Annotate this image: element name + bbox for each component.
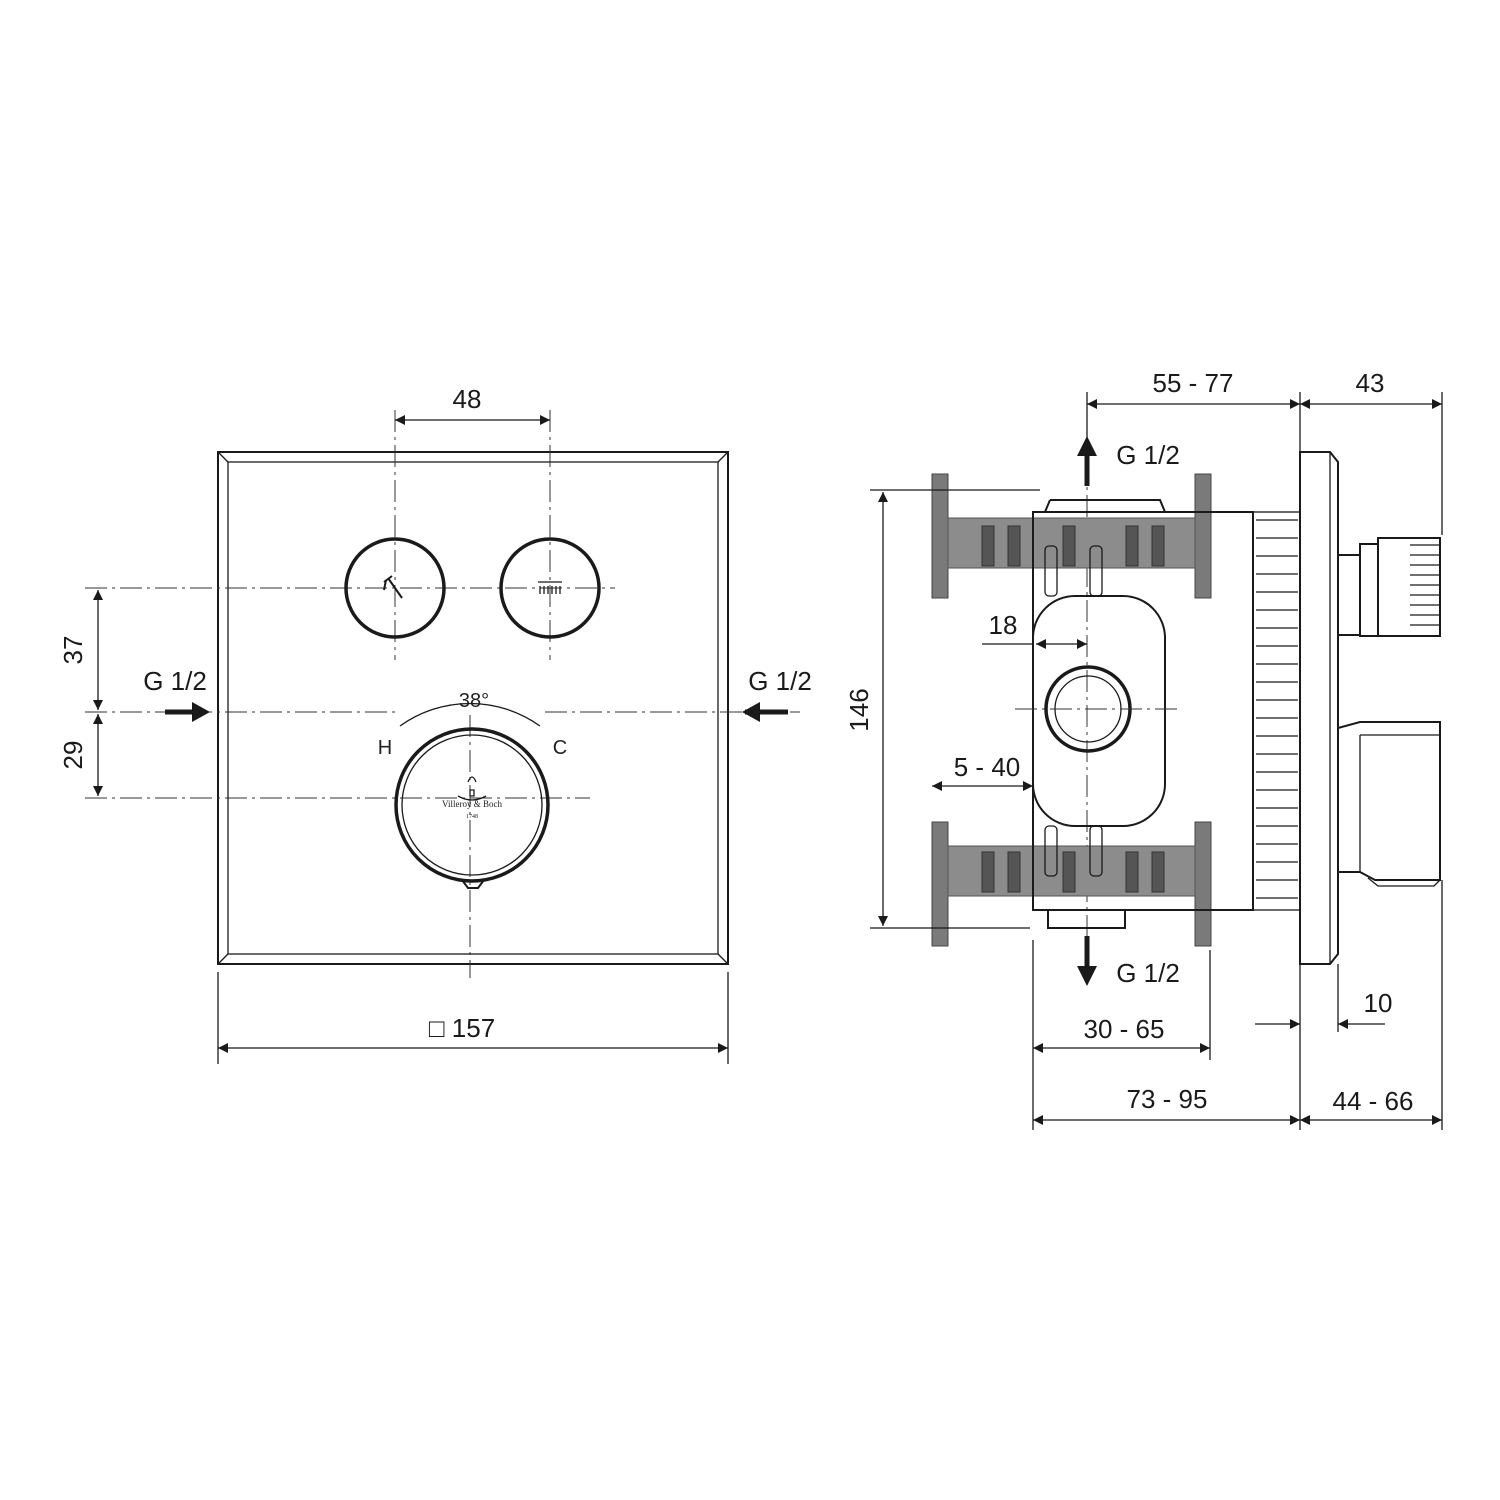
inlet-right: G 1/2 xyxy=(742,666,812,722)
diverter-knob-profile xyxy=(1337,537,1441,637)
cold-label: C xyxy=(553,737,567,759)
temperature-range-arc xyxy=(399,702,541,727)
svg-text:73 - 95: 73 - 95 xyxy=(1127,1084,1208,1114)
cover-plate-side xyxy=(1299,451,1339,965)
dim-lower-offset: 29 xyxy=(58,714,103,796)
cover-plate-inner xyxy=(227,461,719,955)
angle-label: 38° xyxy=(459,690,489,712)
hot-label: H xyxy=(378,737,392,759)
svg-text:18: 18 xyxy=(989,610,1018,640)
dim-plate-size: □ 157 xyxy=(217,972,729,1064)
dim-total-depth: 73 - 95 xyxy=(1033,1084,1300,1125)
svg-text:G 1/2: G 1/2 xyxy=(1116,958,1180,988)
svg-text:146: 146 xyxy=(844,688,874,731)
cover-plate-outer xyxy=(217,451,729,965)
svg-text:G 1/2: G 1/2 xyxy=(143,666,207,696)
svg-text:37: 37 xyxy=(58,636,88,665)
dim-trim-range: 44 - 66 xyxy=(1300,1086,1442,1125)
svg-text:10: 10 xyxy=(1364,988,1393,1018)
svg-text:43: 43 xyxy=(1356,368,1385,398)
flange-bottom-right xyxy=(1194,821,1212,947)
central-housing xyxy=(1032,595,1166,827)
hand-shower-button[interactable] xyxy=(344,537,446,639)
dim-pipe-offset: 18 xyxy=(982,610,1087,649)
inlet-left: G 1/2 xyxy=(143,666,210,722)
svg-text:1748: 1748 xyxy=(466,814,478,820)
overhead-shower-icon xyxy=(538,581,562,594)
dim-mount-depth: 30 - 65 xyxy=(1033,1014,1210,1053)
brand-logo: Villeroy & Boch 1748 xyxy=(442,776,502,820)
svg-text:48: 48 xyxy=(453,384,482,414)
svg-text:55 - 77: 55 - 77 xyxy=(1153,368,1234,398)
front-view: 38° H C Villeroy & Boch 1748 48 37 29 xyxy=(58,384,812,1064)
outlet-bottom: G 1/2 xyxy=(1077,936,1180,988)
thermostat-knob-profile xyxy=(1337,721,1441,887)
thermostat-knob[interactable]: Villeroy & Boch 1748 xyxy=(394,727,550,889)
svg-text:□ 157: □ 157 xyxy=(429,1013,495,1043)
dim-body-depth: 55 - 77 xyxy=(1087,368,1300,409)
svg-text:30 - 65: 30 - 65 xyxy=(1084,1014,1165,1044)
dim-connection-depth: 5 - 40 xyxy=(932,752,1033,791)
dim-upper-offset: 37 xyxy=(58,590,103,710)
dim-button-spacing: 48 xyxy=(395,384,550,425)
side-view: G 1/2 G 1/2 55 - 77 43 146 18 xyxy=(844,368,1443,1130)
dim-plate-thickness: 10 xyxy=(1255,964,1392,1032)
outlet-top: G 1/2 xyxy=(1077,436,1180,486)
svg-text:G 1/2: G 1/2 xyxy=(1116,440,1180,470)
dim-height: 146 xyxy=(844,489,1040,929)
threaded-sleeve xyxy=(1252,511,1301,911)
svg-text:5 - 40: 5 - 40 xyxy=(954,752,1021,782)
svg-text:44 - 66: 44 - 66 xyxy=(1333,1086,1414,1116)
overhead-shower-button[interactable] xyxy=(499,537,601,639)
hand-shower-icon xyxy=(383,575,403,599)
svg-text:G 1/2: G 1/2 xyxy=(748,666,812,696)
flange-top-right xyxy=(1194,473,1212,599)
dim-trim-depth: 43 xyxy=(1300,368,1442,409)
flange-top-left xyxy=(931,473,949,599)
svg-text:29: 29 xyxy=(58,741,88,770)
svg-text:Villeroy & Boch: Villeroy & Boch xyxy=(442,799,502,809)
